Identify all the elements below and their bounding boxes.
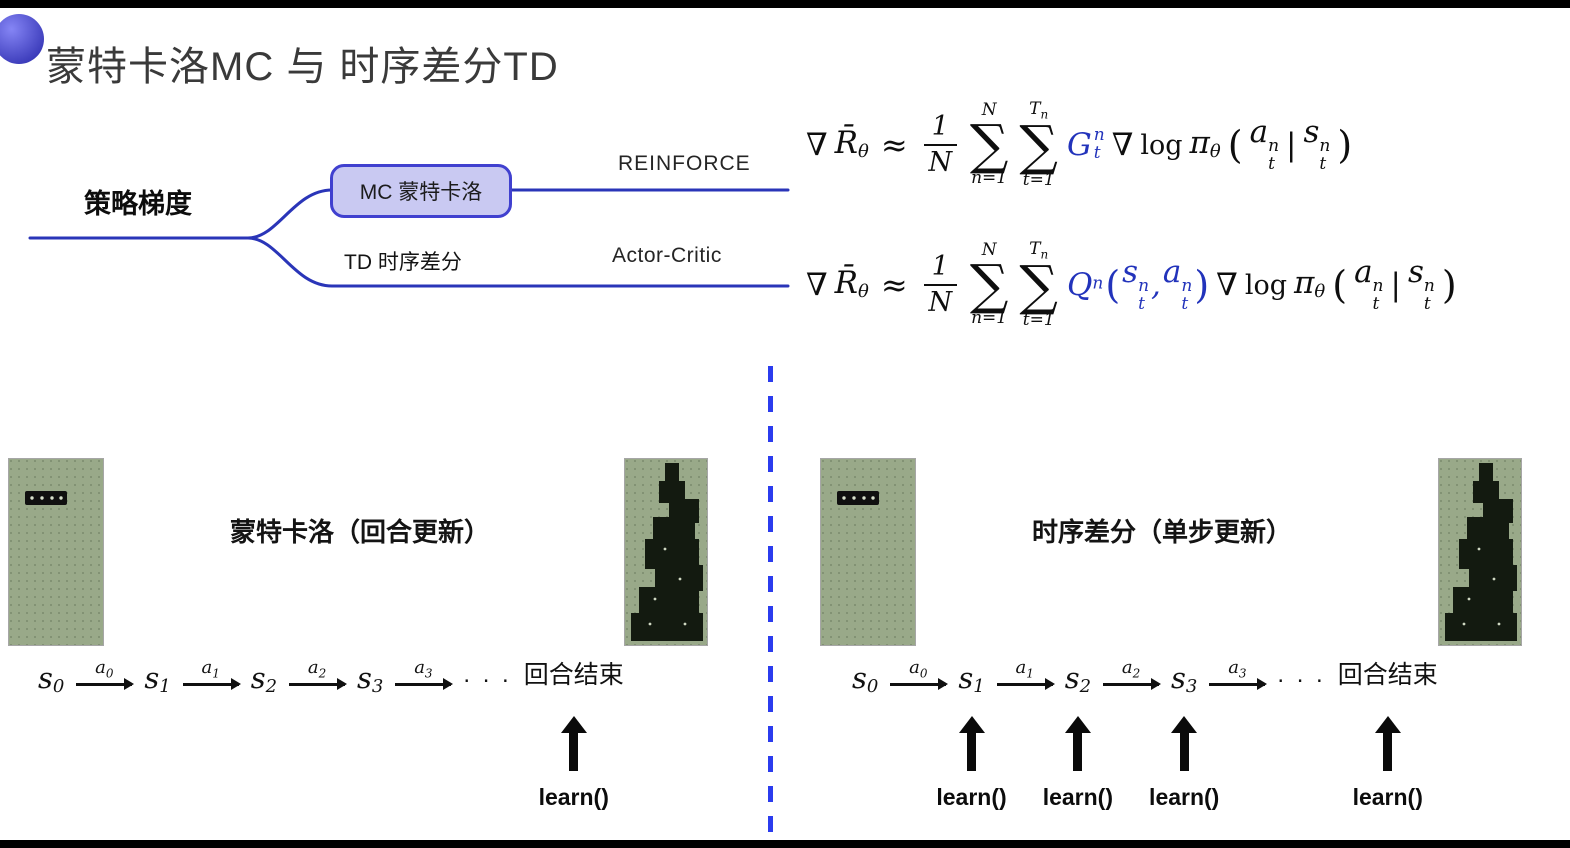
- fraction-1-over-N: 1 N: [923, 112, 957, 177]
- left-caption: 蒙特卡洛（回合更新）: [230, 517, 491, 547]
- learn-arrow-icon: [958, 716, 985, 771]
- learn-arrow-icon: [1171, 716, 1198, 771]
- slide-title: 蒙特卡洛MC 与 时序差分TD: [46, 45, 559, 89]
- right-arrow-icon: [996, 678, 1055, 690]
- game-board-end-right: [1438, 458, 1522, 646]
- right-arrow-icon: [1103, 678, 1162, 690]
- learn-arrow-icon: [560, 716, 587, 771]
- td-label: TD 时序差分: [344, 251, 462, 274]
- game-board-end-left: [624, 458, 708, 646]
- mc-box-label: MC 蒙特卡洛: [359, 181, 483, 204]
- summation-t: Tn ∑ t=1: [1019, 239, 1058, 330]
- dashed-divider: [768, 366, 773, 840]
- learn-label: learn(): [1352, 784, 1423, 810]
- log-token: log: [1140, 129, 1183, 161]
- approx-symbol: ≈: [880, 266, 908, 305]
- right-arrow-icon: [890, 678, 949, 690]
- learn-arrow-icon: [1064, 716, 1091, 771]
- right-caption: 时序差分（单步更新）: [1032, 517, 1293, 547]
- rbar-theta: R̄θ: [834, 265, 869, 303]
- transition-a3: a3: [1209, 648, 1268, 698]
- rbar-theta: R̄θ: [834, 125, 869, 163]
- transition-a0: a0: [890, 648, 949, 698]
- right-arrow-icon: [76, 678, 135, 690]
- reinforce-label: REINFORCE: [618, 152, 751, 175]
- nabla-symbol: ∇: [1216, 266, 1238, 303]
- transition-a0: a0: [76, 648, 135, 698]
- learn-label: learn(): [1149, 784, 1220, 810]
- right-arrow-icon: [395, 678, 454, 690]
- sequence-dots: . . .: [1277, 661, 1326, 688]
- transition-a3: a3: [395, 648, 454, 698]
- episode-end: 回合结束 learn(): [523, 661, 624, 810]
- summation-n: N ∑ n=1: [969, 100, 1009, 189]
- top-black-bar: [0, 0, 1570, 8]
- learn-label: learn(): [936, 784, 1007, 810]
- learn-arrow-icon: [1374, 716, 1401, 771]
- log-token: log: [1244, 269, 1288, 301]
- sequence-dots: . . .: [463, 661, 512, 688]
- right-arrow-icon: [289, 678, 348, 690]
- approx-symbol: ≈: [880, 126, 908, 165]
- bottom-black-bar: [0, 840, 1570, 848]
- right-arrow-icon: [182, 678, 241, 690]
- mc-monte-carlo-box: MC 蒙特卡洛: [330, 164, 512, 218]
- pi-theta: πθ: [1294, 265, 1326, 303]
- game-board-start-right: [820, 458, 916, 646]
- nabla-symbol: ∇: [806, 266, 828, 303]
- transition-a1: a1: [996, 648, 1055, 698]
- pi-theta: πθ: [1189, 125, 1221, 163]
- learn-label: learn(): [1042, 784, 1114, 810]
- fraction-1-over-N: 1 N: [923, 252, 957, 317]
- bullet-sphere-icon: [0, 14, 44, 64]
- branch-lines: [28, 188, 790, 288]
- nabla-symbol: ∇: [806, 126, 828, 163]
- learn-label: learn(): [538, 784, 609, 810]
- actor-critic-label: Actor-Critic: [612, 244, 722, 267]
- transition-a2: a2: [289, 648, 348, 698]
- game-board-start-left: [8, 458, 104, 646]
- summation-t: Tn ∑ t=1: [1019, 99, 1058, 190]
- policy-gradient-label: 策略梯度: [84, 189, 192, 219]
- summation-n: N ∑ n=1: [969, 240, 1009, 329]
- transition-a1: a1: [182, 648, 241, 698]
- nabla-symbol: ∇: [1111, 126, 1134, 163]
- right-arrow-icon: [1209, 678, 1268, 690]
- transition-a2: a2: [1103, 648, 1162, 698]
- episode-end: 回合结束 learn(): [1337, 661, 1438, 810]
